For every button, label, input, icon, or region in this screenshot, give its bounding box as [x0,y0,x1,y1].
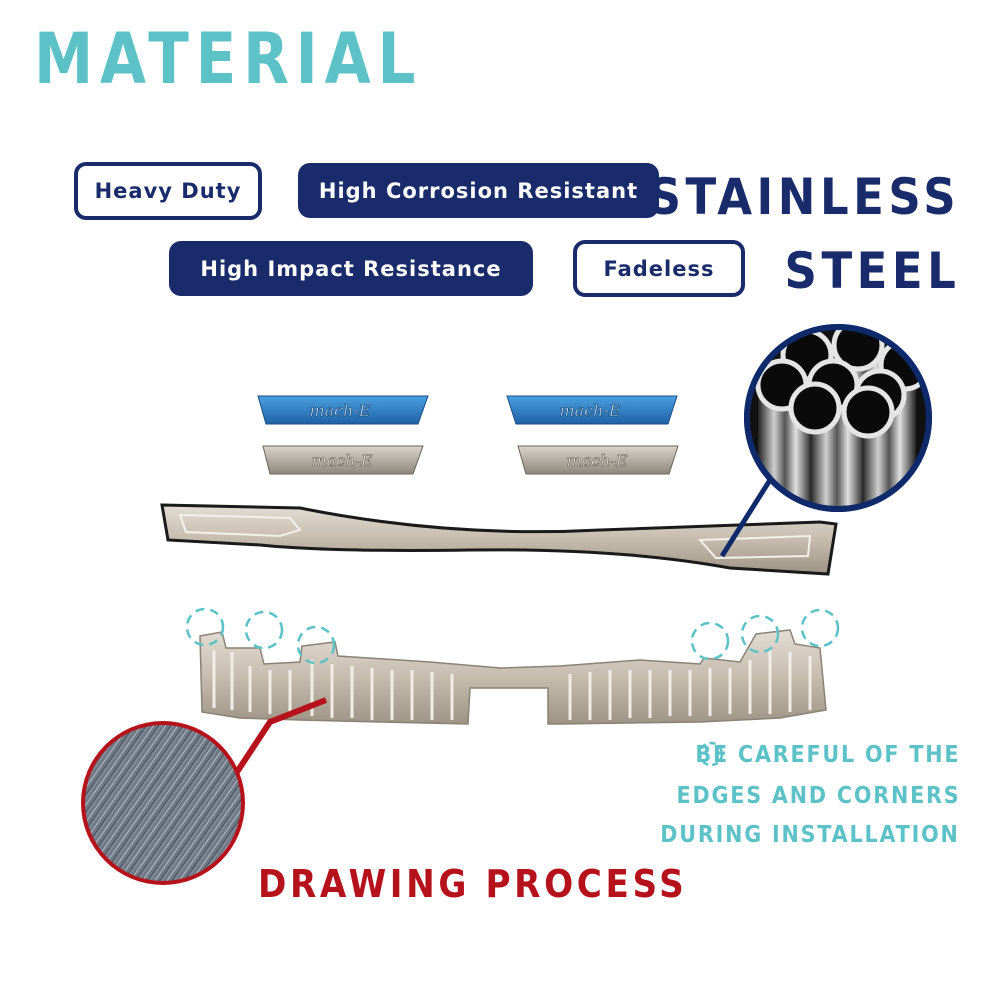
badge-heavy-duty: Heavy Duty [74,162,262,220]
svg-text:mach-E: mach-E [309,401,370,420]
trunk-sill-guard [199,629,827,725]
svg-text:mach-E: mach-E [559,401,620,420]
svg-text:mach-E: mach-E [311,451,372,470]
install-note-line1: BE CAREFUL OF THE [695,742,960,768]
dashed-circle-icon [185,607,840,665]
install-note-line2: EDGES AND CORNERS [676,783,960,809]
material-line1: STAINLESS [648,168,960,226]
dashed-circle-icon [697,740,725,768]
badge-high-corrosion: High Corrosion Resistant [298,163,659,218]
drawing-process-label: DRAWING PROCESS [258,862,688,906]
bumper-protector-bar [160,503,838,576]
steel-tubes-zoom [719,324,932,558]
badge-high-impact: High Impact Resistance [169,241,533,296]
sill-plate-grey-left: mach-E [262,445,424,475]
badge-fadeless: Fadeless [573,240,745,297]
install-note-line3: DURING INSTALLATION [660,822,960,848]
brushed-steel-zoom [81,697,328,885]
sill-plate-grey-right: mach-E [517,445,679,475]
sill-plate-blue-right: mach-E [506,395,678,425]
page-title: MATERIAL [34,18,423,100]
svg-text:mach-E: mach-E [566,451,627,470]
material-line2: STEEL [784,242,960,300]
sill-plate-blue-left: mach-E [257,395,429,425]
